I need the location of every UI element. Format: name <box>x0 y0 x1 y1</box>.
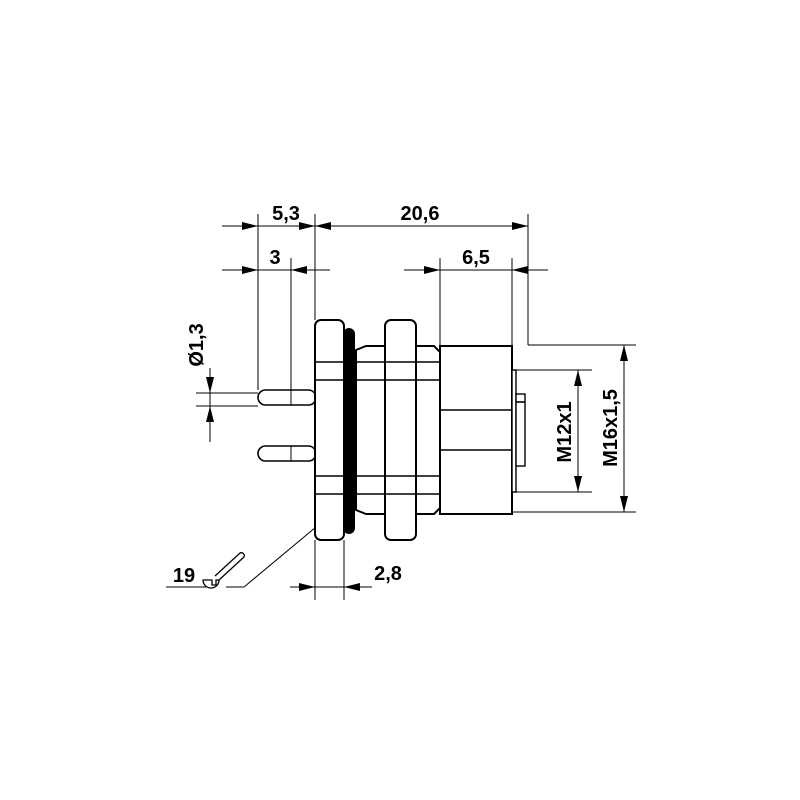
dimension-m16x1-5: M16x1,5 <box>600 389 622 467</box>
front-nut <box>384 319 417 541</box>
dimension-pin-diameter-label: Ø1,3 <box>186 323 208 366</box>
dimension-m16: M16x1,5 <box>440 344 636 513</box>
rear-nut <box>314 319 345 541</box>
front-socket <box>439 345 526 515</box>
dimension-2-8: 2,8 <box>374 563 402 585</box>
pins <box>257 389 317 462</box>
housing-body <box>355 345 387 515</box>
dimension-m12: M12x1 <box>512 369 592 493</box>
dimension-m12x1: M12x1 <box>554 401 576 462</box>
dimension-panel-thickness: 2,8 <box>290 540 402 600</box>
dimension-3: 3 <box>269 247 280 269</box>
dimension-19: 19 <box>173 565 195 587</box>
dimension-20-6: 20,6 <box>401 203 440 225</box>
connector-body <box>257 319 526 541</box>
wrench-size-callout: 19 <box>166 521 323 589</box>
sealing-ring <box>343 328 355 534</box>
wrench-icon <box>202 552 245 589</box>
dimension-5-3: 5,3 <box>272 203 300 225</box>
dimension-pin-diameter: Ø1,3 <box>186 323 258 442</box>
dimension-6-5: 6,5 <box>462 247 490 269</box>
thread-section <box>415 345 441 515</box>
dimension-top-row: 5,3 20,6 <box>222 203 529 390</box>
dimension-pin-offset: 3 <box>222 247 330 390</box>
